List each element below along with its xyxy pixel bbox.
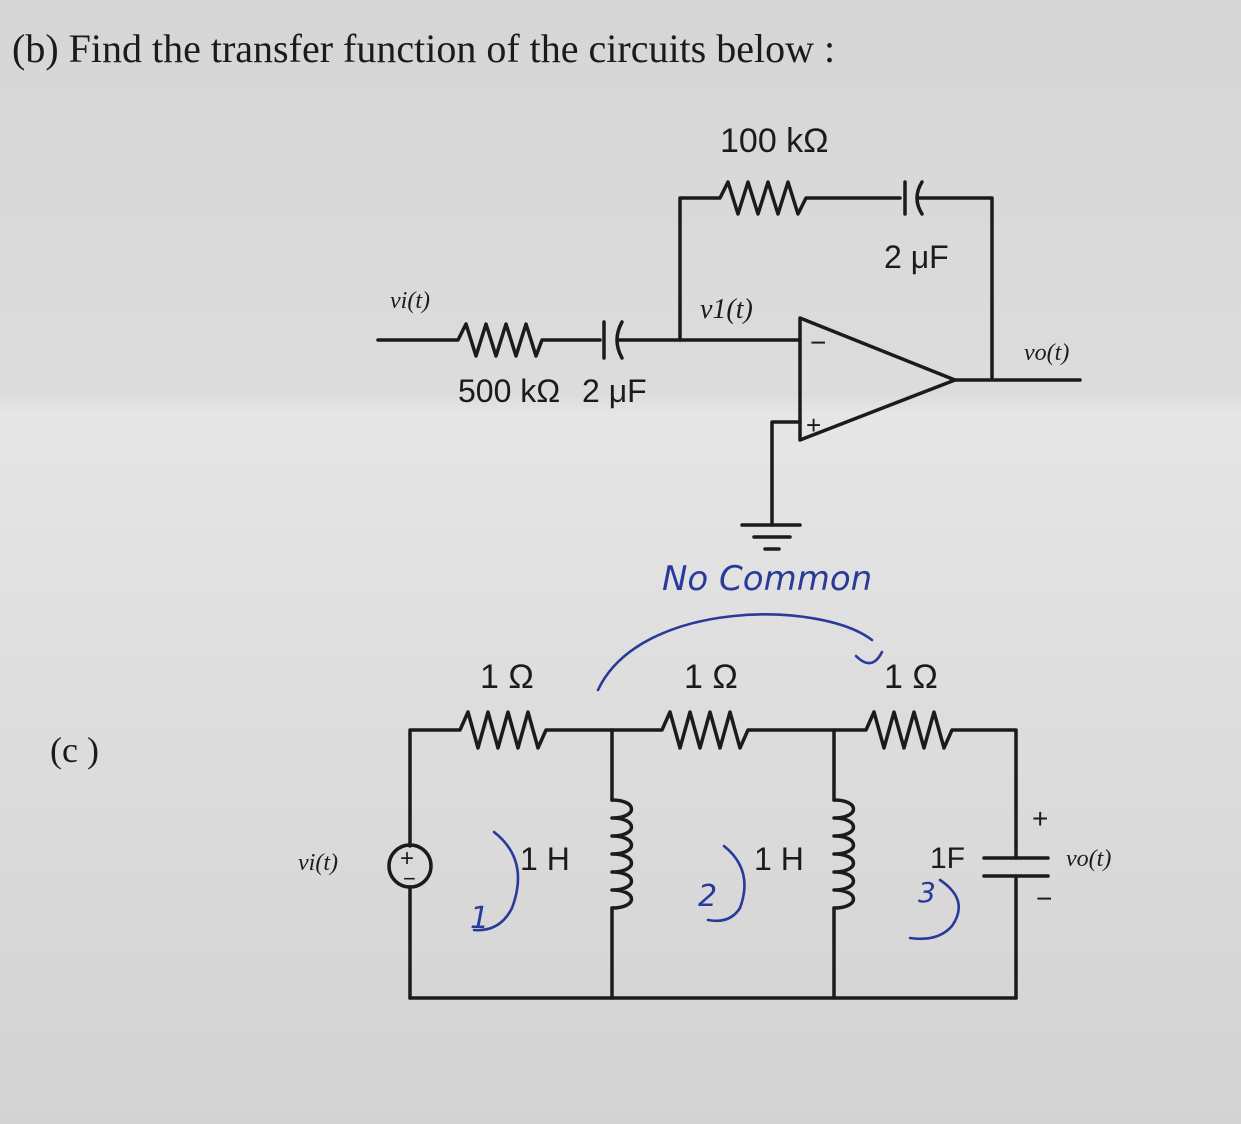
source-minus: − [403, 866, 416, 891]
input-resistor-label: 500 kΩ [458, 373, 560, 409]
top-branch-resistors [408, 710, 1018, 848]
mesh-2-label: 2 [698, 879, 717, 914]
source-voltage-label: vi(t) [298, 850, 338, 876]
output-capacitor [982, 844, 1050, 1000]
input-resistor [376, 322, 602, 358]
op-amp-minus: − [810, 327, 826, 358]
output-minus: − [1036, 883, 1052, 914]
source-plus: + [400, 845, 414, 872]
feedback-resistor [678, 180, 902, 342]
capacitor-label: 1F [930, 842, 965, 875]
resistor-2-label: 1 Ω [684, 658, 738, 696]
resistor-1-label: 1 Ω [480, 658, 534, 696]
op-amp [798, 316, 1082, 442]
handwritten-note: No Common [662, 559, 872, 599]
inductor-1-label: 1 H [520, 841, 570, 877]
output-voltage-label: vo(t) [1024, 340, 1069, 366]
op-amp-plus: + [806, 410, 821, 440]
feedback-capacitor [903, 180, 994, 380]
resistor-3-label: 1 Ω [884, 658, 938, 696]
feedback-resistor-label: 100 kΩ [720, 122, 829, 160]
mesh-2-marker [706, 844, 746, 923]
feedback-capacitor-label: 2 μF [884, 239, 949, 275]
ground-symbol [740, 420, 802, 551]
problem-c-label: (c ) [50, 730, 99, 770]
input-voltage-label: vi(t) [390, 288, 430, 314]
problem-b-heading: (b) Find the transfer function of the ci… [12, 26, 835, 71]
input-capacitor [602, 320, 802, 360]
mesh-1-marker [472, 830, 520, 932]
mesh-3-marker [908, 878, 961, 941]
inductor-2 [832, 728, 856, 1000]
annotation-arrow [596, 613, 874, 692]
inductor-1 [610, 728, 634, 1000]
inductor-2-label: 1 H [754, 841, 804, 877]
mesh-1-label: 1 [470, 901, 489, 936]
output-voltage-c-label: vo(t) [1066, 846, 1111, 872]
input-capacitor-label: 2 μF [582, 373, 647, 409]
output-plus: + [1032, 803, 1048, 834]
voltage-source [387, 843, 433, 1000]
node-voltage-label: v1(t) [700, 294, 753, 325]
mesh-3-label: 3 [918, 876, 936, 909]
